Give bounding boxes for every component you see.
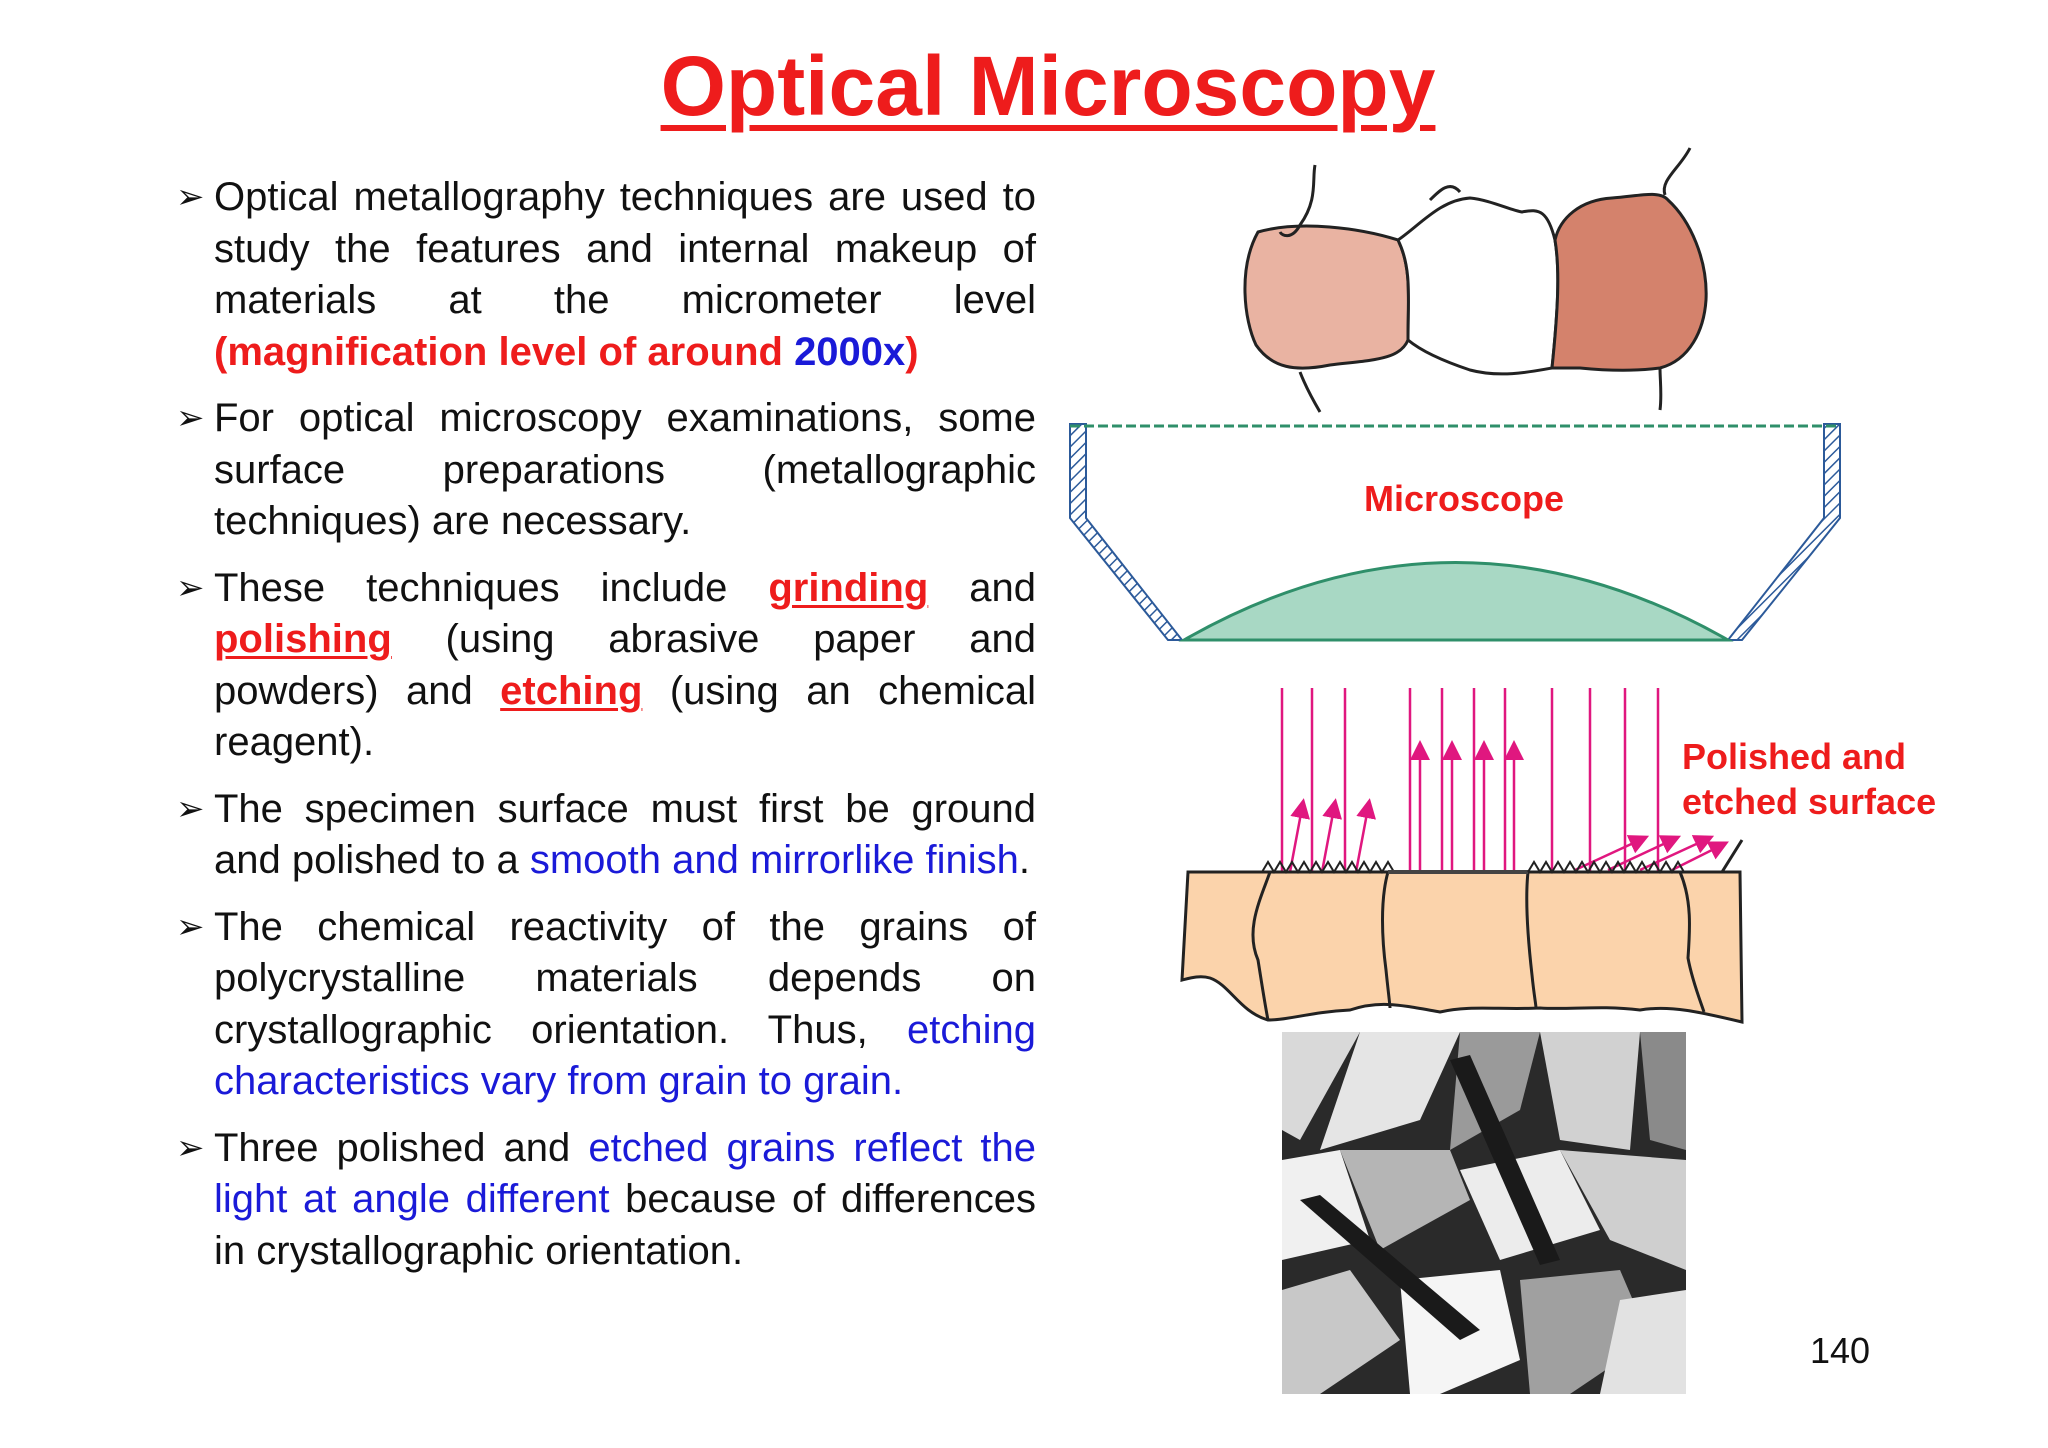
surface-label-line2: etched surface <box>1682 781 1937 822</box>
specimen-cross-section <box>1180 839 1744 1024</box>
bullet-item-6: ➢ Three polished and etched grains refle… <box>176 1123 1036 1278</box>
bullet-item-5: ➢ The chemical reactivity of the grains … <box>176 902 1036 1108</box>
arrow-bullet-icon: ➢ <box>176 907 205 946</box>
arrow-bullet-icon: ➢ <box>176 568 205 607</box>
bullet-text: The chemical reactivity of the grains of… <box>214 904 1036 1052</box>
highlight-text: etching characteristics vary from grain … <box>214 1007 1036 1104</box>
bullet-text: Optical metallography techniques are use… <box>214 175 1036 322</box>
microscope-lens <box>1069 423 1841 642</box>
grain-dark <box>1550 192 1708 372</box>
magnification-close: ) <box>905 329 919 374</box>
bullet-text: For optical microscopy examinations, som… <box>214 396 1036 543</box>
bullet-text: These techniques include <box>214 565 769 610</box>
micrograph-image <box>1282 1032 1686 1394</box>
bullet-text: (using an chemical reagent). <box>214 668 1037 765</box>
term-polishing: polishing <box>214 617 392 661</box>
magnification-note: (magnification level of around <box>214 329 795 374</box>
grain-white <box>1396 196 1560 376</box>
bullet-text: Three polished and <box>214 1125 589 1170</box>
bullet-text: and <box>928 565 1036 610</box>
bullet-item-3: ➢ These techniques include grinding and … <box>176 563 1036 769</box>
term-etching: etching <box>500 668 643 713</box>
arrow-bullet-icon: ➢ <box>176 1128 205 1167</box>
arrow-bullet-icon: ➢ <box>176 178 205 216</box>
grain-light <box>1243 224 1411 370</box>
bullet-item-4: ➢ The specimen surface must first be gro… <box>176 784 1036 887</box>
slide-title: Optical Microscopy <box>660 39 1436 133</box>
term-grinding: grinding <box>768 565 929 610</box>
arrow-bullet-icon: ➢ <box>176 789 205 828</box>
surface-label-line1: Polished and <box>1682 736 1907 777</box>
bullet-item-2: ➢ For optical microscopy examinations, s… <box>176 393 1036 548</box>
arrow-bullet-icon: ➢ <box>176 399 205 437</box>
bullet-text: because of differences in crystallograph… <box>214 1177 1036 1273</box>
bullet-list: ➢ Optical metallography techniques are u… <box>176 172 1036 1292</box>
highlight-text: smooth and mirrorlike finish <box>529 838 1019 882</box>
highlight-text: etched grains reflect the light at angle… <box>214 1125 1036 1222</box>
grain-schematic <box>1243 147 1708 413</box>
bullet-text: The specimen surface must first be groun… <box>214 786 1036 883</box>
light-rays <box>1280 688 1729 873</box>
magnification-value: 2000x <box>794 329 906 374</box>
page-number: 140 <box>1810 1330 1871 1371</box>
microscope-label: Microscope <box>1364 478 1565 519</box>
surface-label: Polished and etched surface <box>1682 734 1936 824</box>
bullet-text: . <box>1018 838 1030 882</box>
bullet-item-1: ➢ Optical metallography techniques are u… <box>176 172 1036 378</box>
bullet-text: (using abrasive paper and powders) and <box>214 617 1036 713</box>
